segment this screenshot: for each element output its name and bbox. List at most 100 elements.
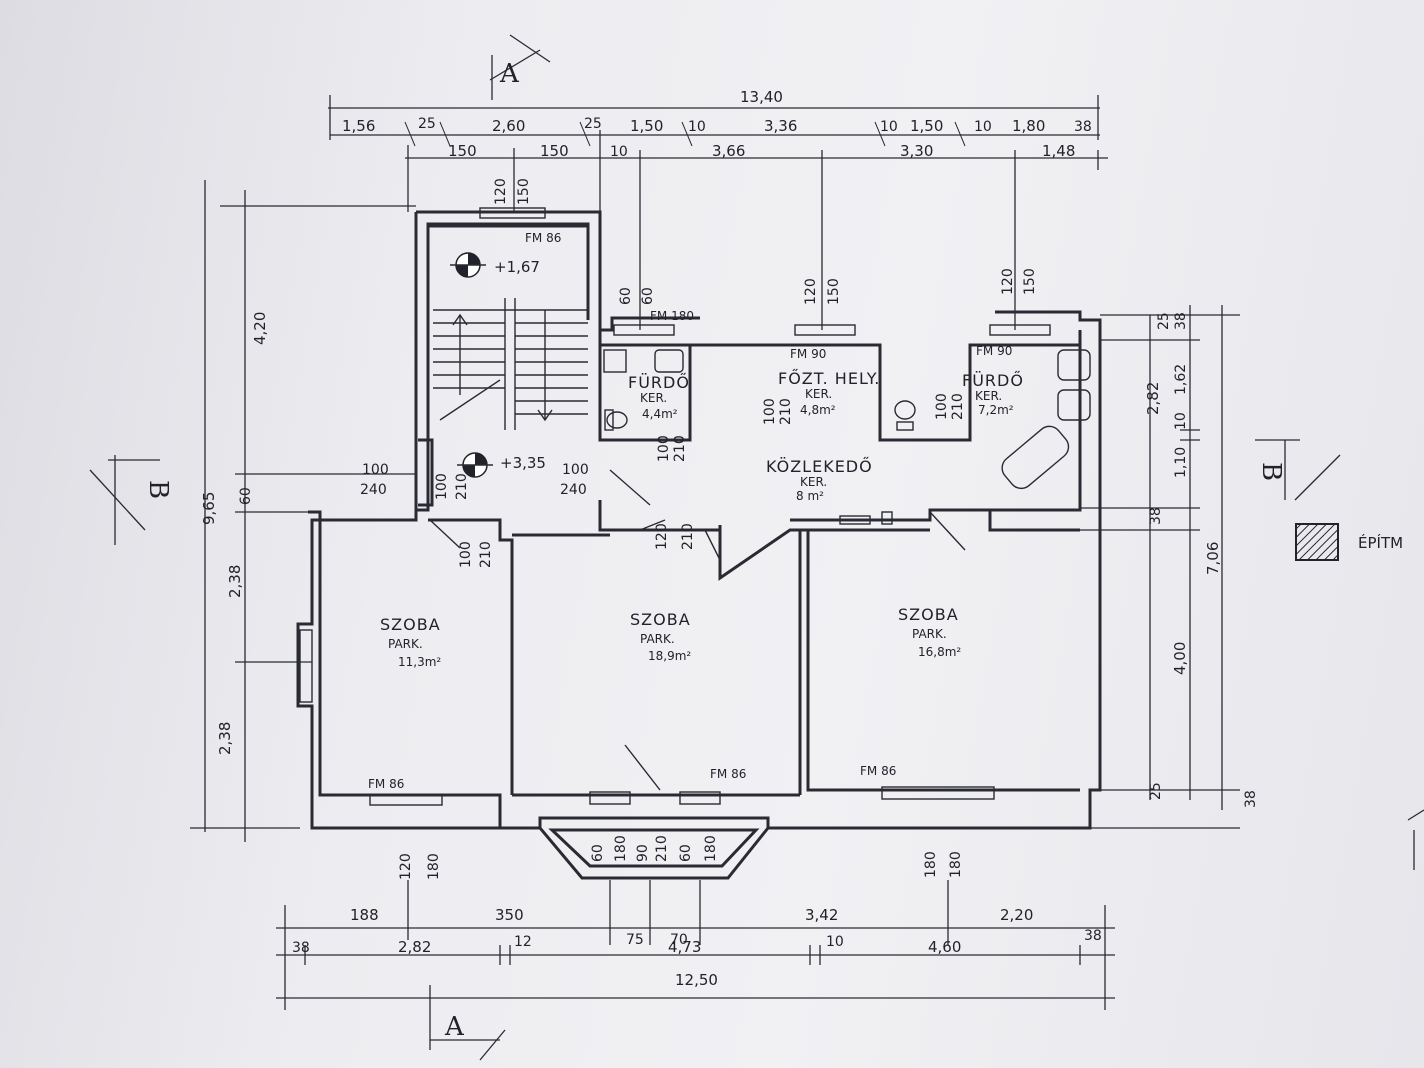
door-10: 100 [762,398,778,425]
window-w2-label: FM 90 [790,347,826,361]
h-top-7: 150 [1022,268,1038,295]
door-12: 100 [934,393,950,420]
dim-top-r2-5: 1,48 [1042,142,1075,160]
room-bath1-area: 4,4m² [642,407,678,421]
dim-right-7: 25 [1148,782,1164,800]
dim-right-2: 1,62 [1173,364,1189,395]
room-bath1: FÜRDŐ KER. 4,4m² [628,372,690,421]
right-dimensions [1080,305,1240,829]
room-2-area: 18,9m² [648,649,691,663]
dim-top-r1-2: 2,60 [492,117,525,135]
level-lower-label: +3,35 [500,454,546,472]
dim-top-r1-5: 10 [688,119,706,135]
room-hall-name: KÖZLEKEDŐ [766,456,873,476]
window-s2-label: FM 86 [710,767,746,781]
h-top-1: 150 [516,178,532,205]
dim-top-r2-1: 150 [540,142,569,160]
section-marker-b-right [1255,439,1341,501]
room-3-floor: PARK. [912,627,947,641]
section-marker-a-bottom [429,985,506,1061]
dim-bot-r1-0: 188 [350,906,379,924]
section-a-bottom-label: A [444,1012,465,1042]
room-kitchen-area: 4,8m² [800,403,836,417]
room-3-name: SZOBA [898,605,959,624]
window-heights: 120 150 60 60 120 150 120 150 120 180 60… [398,178,1038,880]
dim-left-3: 2,38 [216,722,234,755]
room-hall-area: 8 m² [796,489,824,503]
section-a-top-label: A [499,59,520,89]
h-top-0: 120 [493,178,509,205]
h-bot-2: 60 [590,844,606,862]
room-bath2: FÜRDŐ KER. 7,2m² [962,370,1024,417]
fixtures [603,349,1091,525]
door-0: 100 [362,462,389,478]
room-1: SZOBA PARK. 11,3m² [380,615,441,669]
h-bot-0: 120 [398,853,414,880]
h-top-3: 60 [640,287,656,305]
door-5: 210 [478,541,494,568]
h-bot-7: 180 [703,835,719,862]
door-1: 240 [360,482,387,498]
dim-right-4: 1,10 [1173,447,1189,478]
window-s1-label: FM 86 [368,777,404,791]
section-marker-b-left [89,455,160,545]
h-top-2: 60 [618,287,634,305]
h-top-6: 120 [1000,268,1016,295]
dim-left-1: 60 [238,487,254,505]
bottom-dimensions [276,880,1115,1010]
door-13: 210 [950,393,966,420]
dim-bot-r2-0: 38 [292,940,310,956]
door-7: 210 [672,435,688,462]
room-bath2-name: FÜRDŐ [962,370,1024,390]
room-bath2-area: 7,2m² [978,403,1014,417]
dim-bot-r1-2: 75 [626,932,644,948]
level-marker-lower [457,452,493,478]
door-15: 240 [560,482,587,498]
h-top-5: 150 [826,278,842,305]
dim-right-total: 7,06 [1204,542,1222,575]
dim-top-r2-4: 3,30 [900,142,933,160]
h-bot-6: 60 [678,844,694,862]
room-1-area: 11,3m² [398,655,441,669]
door-9: 210 [680,523,696,550]
dim-bot-r2-2: 12 [514,934,532,950]
room-1-name: SZOBA [380,615,441,634]
room-hall: KÖZLEKEDŐ KER. 8 m² [766,456,873,503]
dim-top-r1-6: 3,36 [764,117,797,135]
windows [299,207,1051,806]
door-3: 210 [454,473,470,500]
door-dimensions: 100 240 100 210 100 210 100 210 120 210 … [360,393,966,568]
dim-left-0: 4,20 [251,312,269,345]
dim-right-small: 38 [1243,790,1259,808]
staircase [433,298,588,430]
dim-top-r1-0: 1,56 [342,117,375,135]
window-w3-label: FM 90 [976,344,1012,358]
window-w1-label: FM 180 [650,309,694,323]
edge-mark [1407,809,1424,821]
doors [429,469,966,791]
dim-right-0: 25 [1156,312,1172,330]
room-bath2-floor: KER. [975,389,1002,403]
door-6: 100 [656,435,672,462]
room-2-name: SZOBA [630,610,691,629]
legend-hatch-swatch [1295,523,1339,561]
dim-bot-r2-4: 10 [826,934,844,950]
interior-walls [418,330,1080,797]
room-2: SZOBA PARK. 18,9m² [630,610,691,663]
dim-top-r1-9: 10 [974,119,992,135]
door-2: 100 [434,473,450,500]
dim-top-r1-1: 25 [418,116,436,132]
window-stair-label: FM 86 [525,231,561,245]
door-11: 210 [778,398,794,425]
top-dimensions [328,95,1108,330]
h-bot-4: 90 [635,844,651,862]
h-bot-9: 180 [948,851,964,878]
room-hall-floor: KER. [800,475,827,489]
h-bot-3: 180 [613,835,629,862]
dim-bot-r2-1: 2,82 [398,938,431,956]
room-kitchen-name: FŐZT. HELY. [778,368,880,388]
level-marker-upper [450,252,486,278]
room-bath1-name: FÜRDŐ [628,372,690,392]
